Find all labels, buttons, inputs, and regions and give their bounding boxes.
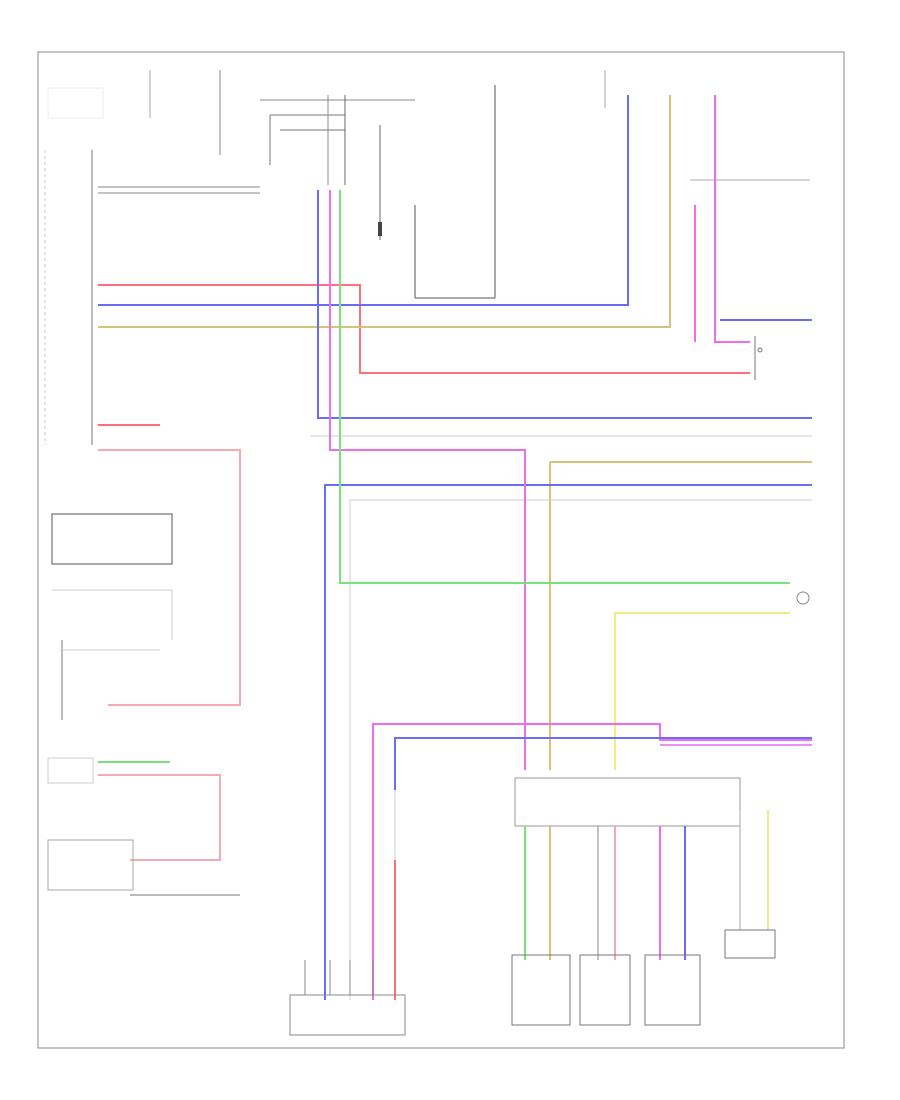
wire-red-1	[98, 284, 750, 374]
left-lower-section	[47, 424, 241, 896]
wire-lightpink-left	[98, 449, 241, 706]
sensor-box-2	[579, 954, 631, 1026]
bottom-connectors	[289, 777, 776, 1036]
wire-pink-1	[714, 95, 750, 343]
wire-pink-4	[372, 723, 812, 1000]
wire-yellow-1	[614, 612, 790, 770]
wire-blue-bus	[317, 190, 812, 419]
wire-blue-1	[98, 95, 629, 306]
diagram-frame	[37, 51, 845, 1049]
sensor-box-1	[511, 954, 571, 1026]
wire-blue-3	[324, 484, 812, 1000]
wire-tan-1	[98, 95, 671, 328]
sensor-box-3	[644, 954, 701, 1026]
wire-lightpink-left-2	[98, 774, 221, 861]
wire-blue-4	[394, 737, 812, 790]
wire-pink-3	[329, 190, 526, 770]
sensor-box-4	[724, 929, 776, 959]
left-control-module	[44, 87, 260, 445]
wire-green-1	[339, 190, 790, 584]
connector-center	[514, 777, 741, 827]
connector-bottom-left	[289, 994, 406, 1036]
top-fuse-section	[149, 70, 810, 380]
wire-bus	[98, 95, 812, 1000]
